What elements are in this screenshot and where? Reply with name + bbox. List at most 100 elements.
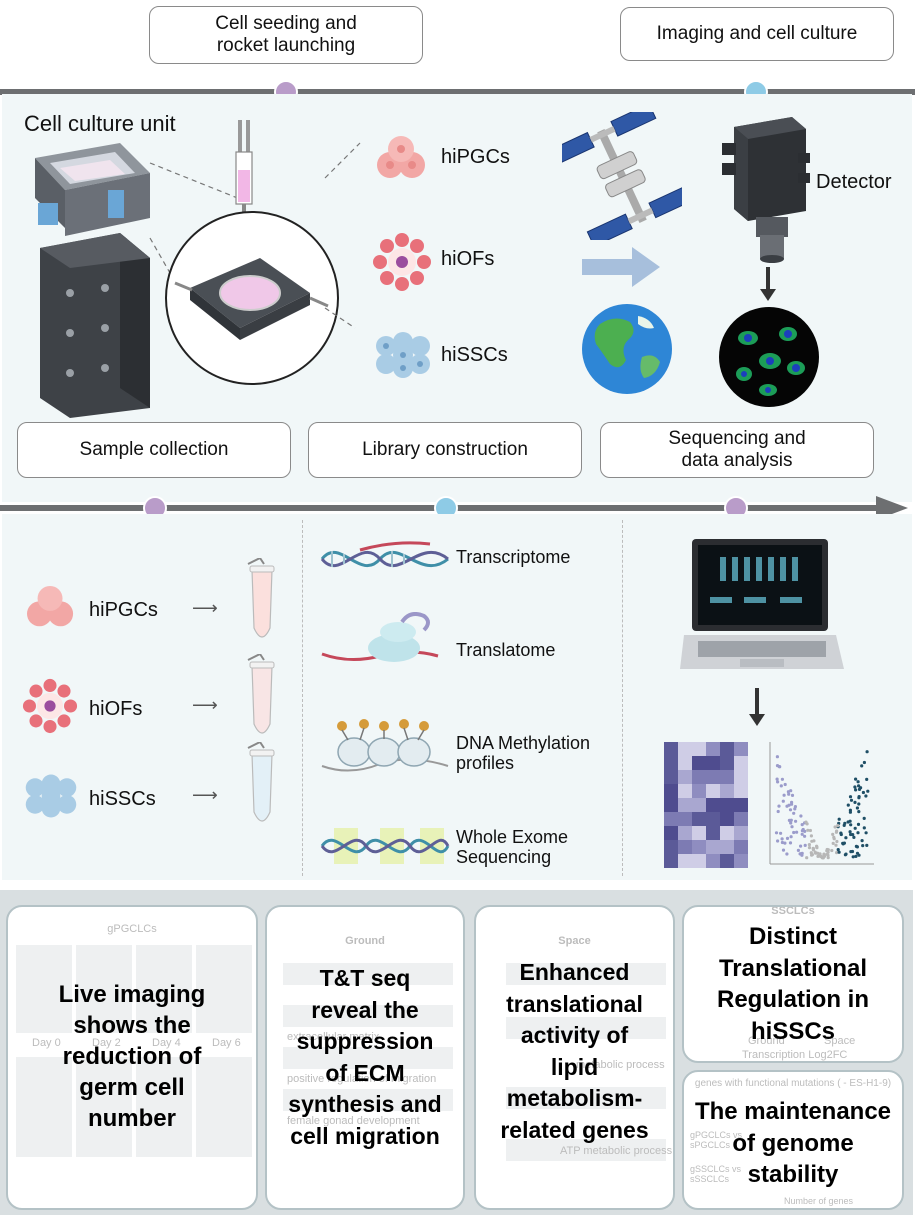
result-line: Distinct: [748, 923, 837, 950]
volcano-point: [783, 841, 787, 845]
library-label-line: Translatome: [456, 640, 556, 660]
heatmap-cell: [720, 756, 734, 770]
imaging-panel: [16, 1057, 72, 1157]
card-faint-header: Space: [558, 935, 591, 947]
result-line: metabolism-: [506, 1085, 643, 1111]
arrow-down-icon: [749, 688, 765, 726]
volcano-point: [785, 836, 790, 840]
result-line: Regulation in: [717, 986, 869, 1013]
volcano-point: [790, 802, 794, 806]
heatmap-cell: [706, 770, 720, 784]
volcano-point: [826, 850, 830, 854]
volcano-point: [775, 755, 779, 759]
volcano-point: [799, 844, 803, 848]
stage-label-line: Sequencing and: [668, 428, 806, 449]
volcano-point: [848, 819, 852, 823]
result-line: The maintenance: [694, 1098, 892, 1125]
go-term-bar: [283, 1089, 453, 1111]
result-line: activity of: [520, 1022, 629, 1048]
volcano-point: [860, 839, 864, 843]
volcano-point: [862, 760, 866, 765]
sample-hissc-icon: [25, 774, 77, 818]
heatmap-cell: [734, 854, 748, 868]
heatmap-cell: [692, 784, 706, 798]
volcano-point: [780, 840, 784, 845]
heatmap-cell: [734, 742, 748, 756]
heatmap-cell: [664, 826, 678, 840]
nucleosome-icon: [321, 719, 449, 772]
tube-pink-icon: [247, 558, 275, 638]
heatmap-cell: [706, 742, 720, 756]
volcano-point: [792, 811, 796, 815]
result-text-translational: Enhanced translational activity of lipid…: [476, 957, 673, 1146]
result-line: suppression: [296, 1028, 434, 1054]
library-label-translatome: Translatome: [456, 640, 555, 660]
volcano-point: [781, 848, 786, 852]
volcano-point: [857, 787, 862, 791]
volcano-point: [856, 822, 861, 826]
imaging-panel: [136, 945, 192, 1033]
volcano-point: [826, 856, 830, 860]
volcano-point: [850, 849, 855, 854]
heatmap-cell: [706, 826, 720, 840]
volcano-point: [788, 808, 793, 812]
library-label-line: Transcriptome: [456, 547, 571, 567]
heatmap-cell: [734, 798, 748, 812]
volcano-point: [832, 837, 836, 841]
result-line: stability: [747, 1161, 839, 1188]
volcano-point: [800, 832, 804, 836]
stage-library-construction: Library construction: [308, 422, 582, 478]
heatmap-cell: [734, 784, 748, 798]
volcano-point: [836, 824, 840, 828]
volcano-point: [783, 782, 787, 787]
volcano-point: [835, 839, 839, 844]
volcano-point: [857, 810, 861, 814]
heatmap-cell: [706, 784, 720, 798]
cell-label-hisscs: hiSSCs: [441, 344, 508, 366]
heatmap-cell: [720, 812, 734, 826]
volcano-point: [854, 854, 858, 858]
volcano-point: [830, 848, 834, 853]
result-line: T&T seq: [319, 965, 411, 991]
axis-label: Space: [824, 1035, 856, 1047]
volcano-point: [833, 825, 837, 829]
volcano-point: [856, 831, 860, 835]
day-label: Day 2: [92, 1037, 121, 1049]
volcano-point: [777, 804, 781, 808]
heatmap-cell: [678, 784, 692, 798]
stage-label-line: Sample collection: [79, 439, 229, 460]
heatmap-cell: [678, 756, 692, 770]
library-label-line: profiles: [456, 753, 515, 773]
go-term-label: positive regulation of migration: [287, 1073, 437, 1085]
heatmap-cell: [678, 854, 692, 868]
result-line: shows the: [73, 1012, 191, 1039]
volcano-point: [780, 837, 784, 841]
volcano-point: [862, 826, 866, 830]
heatmap-cell: [720, 840, 734, 854]
volcano-point: [849, 798, 854, 802]
stage-imaging: Imaging and cell culture: [620, 7, 894, 61]
stage-label-line: Imaging and cell culture: [656, 23, 858, 44]
volcano-point: [805, 856, 809, 860]
heatmap-cell: [692, 770, 706, 784]
volcano-point: [854, 788, 858, 792]
ribosome-icon: [321, 612, 439, 662]
hipgc-cluster-icon: [377, 136, 425, 178]
tube-pink-icon: [247, 654, 275, 734]
heatmap-cell: [720, 826, 734, 840]
arrow-right-icon: ⟶: [192, 598, 218, 618]
result-line: Live imaging: [58, 981, 206, 1008]
timeline-top: [0, 89, 915, 95]
heatmap-cell: [692, 756, 706, 770]
result-line: lipid: [550, 1053, 599, 1080]
heatmap-cell: [678, 840, 692, 854]
result-text-tt-seq: T&T seq reveal the suppression of ECM sy…: [267, 963, 463, 1152]
result-card-genome-stability: genes with functional mutations ( - ES-H…: [682, 1070, 904, 1210]
result-line: related genes: [500, 1116, 649, 1143]
volcano-point: [853, 785, 857, 789]
stage-sequencing: Sequencing and data analysis: [600, 422, 874, 478]
volcano-point: [809, 834, 813, 838]
result-card-distinct-regulation: SSCLCs Transcription Log2FC Ground Space…: [682, 905, 904, 1063]
volcano-point: [844, 836, 848, 840]
volcano-plot-figure: [769, 742, 874, 865]
